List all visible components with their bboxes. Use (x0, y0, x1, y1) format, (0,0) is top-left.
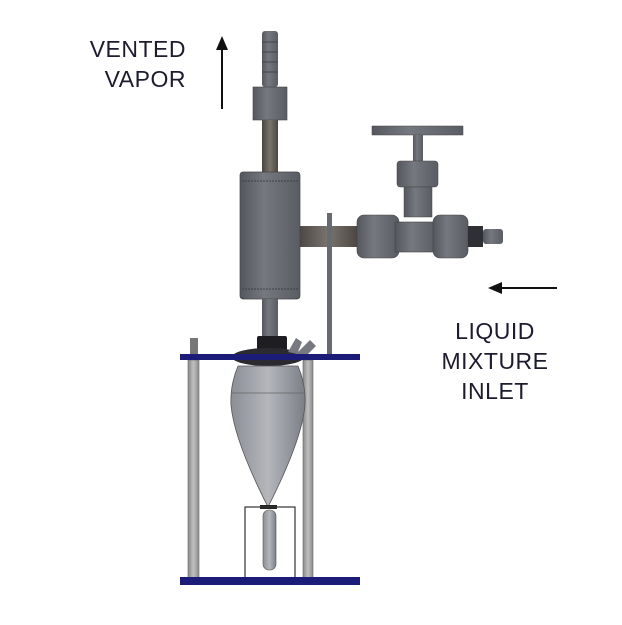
receiver-tube (262, 509, 277, 571)
bottom-plate (180, 577, 360, 585)
condenser-cylinder (239, 171, 301, 300)
inlet-arrow-icon (488, 282, 557, 294)
black-collar (257, 336, 287, 352)
vented-vapor-line-1: VENTED (89, 36, 186, 62)
vent-hose-barb (262, 31, 278, 87)
left-post-cap (190, 338, 198, 358)
wing-nut (288, 338, 316, 356)
liquid-inlet-line-2: MIXTURE (441, 348, 549, 374)
lower-rod (262, 299, 278, 337)
top-nut (252, 86, 288, 121)
vented-vapor-label: VENTED VAPOR (60, 34, 186, 94)
inlet-valve (356, 125, 503, 259)
vent-arrow-icon (216, 36, 228, 109)
left-post (187, 359, 200, 580)
liquid-inlet-label: LIQUID MIXTURE INLET (420, 316, 570, 406)
liquid-inlet-line-1: LIQUID (455, 318, 535, 344)
thin-support-rod (327, 213, 332, 356)
upper-rod (262, 120, 278, 172)
liquid-inlet-line-3: INLET (461, 378, 529, 404)
top-plate (180, 354, 360, 360)
separator-funnel (230, 365, 306, 508)
vented-vapor-line-2: VAPOR (104, 66, 186, 92)
